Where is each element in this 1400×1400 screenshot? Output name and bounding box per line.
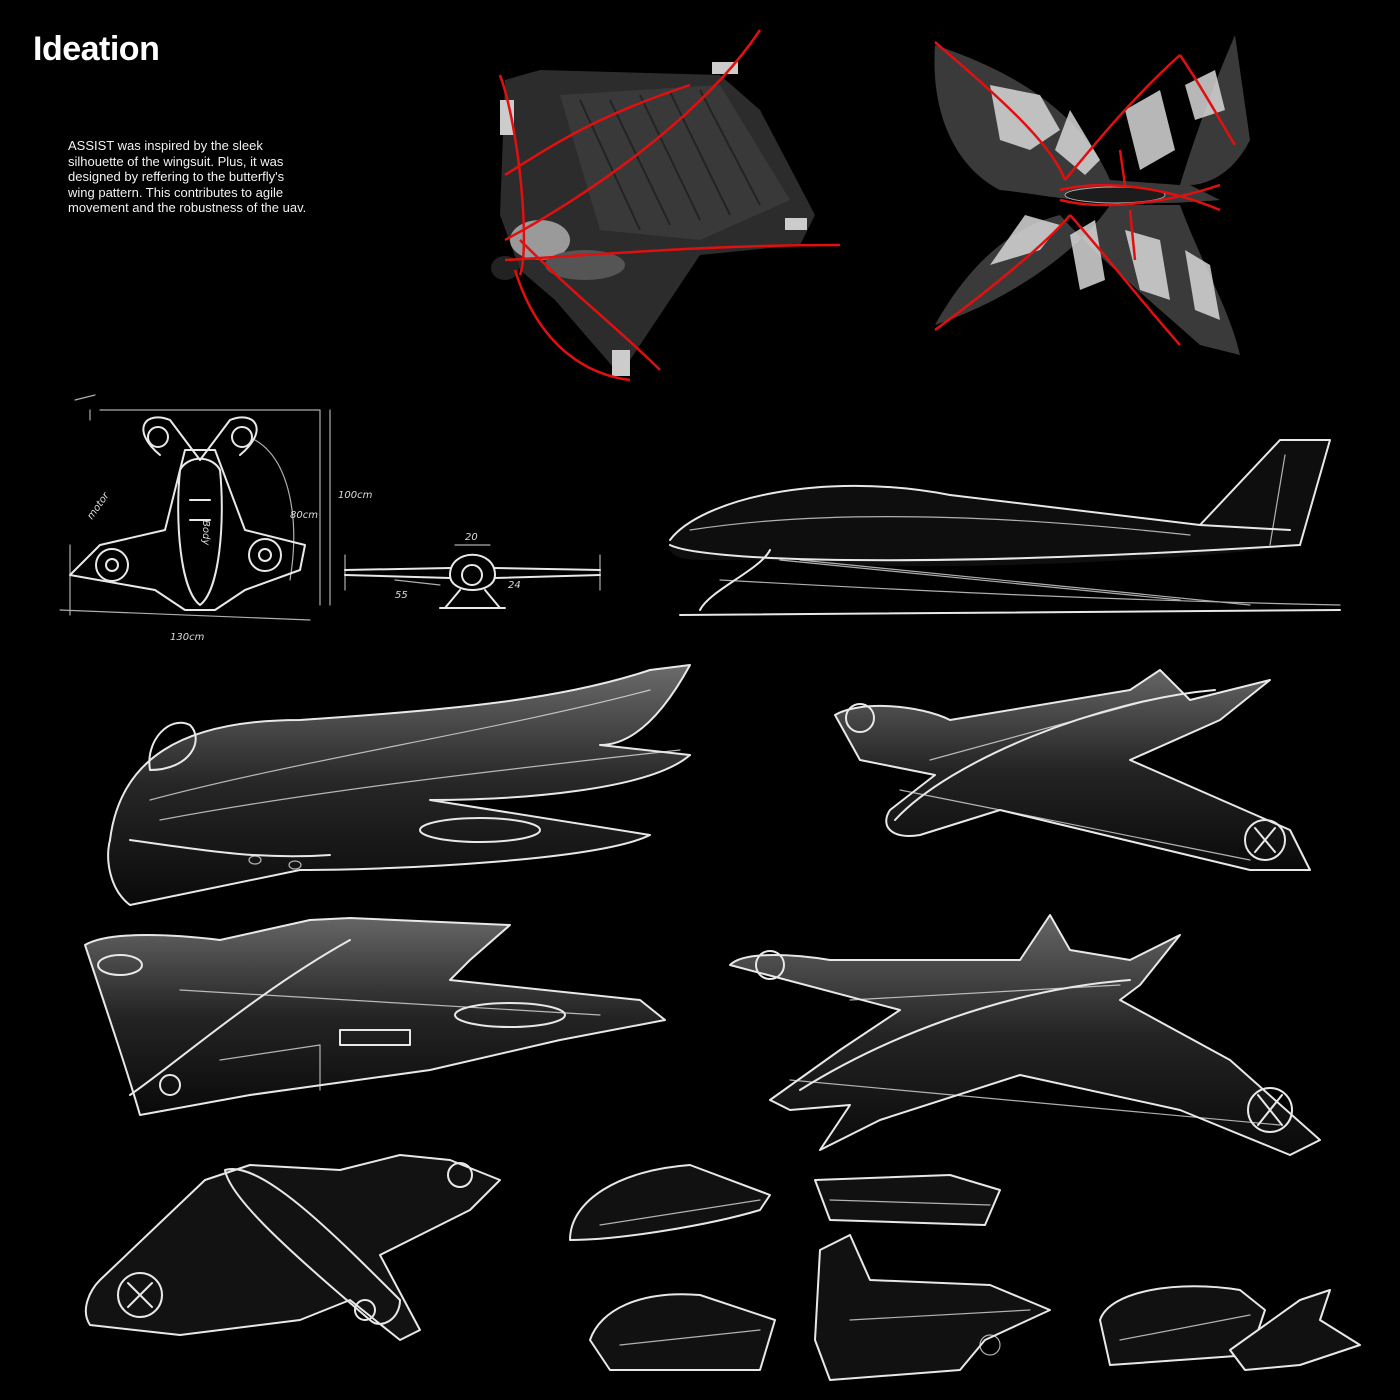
depth-dim-label: 80cm [290, 510, 318, 521]
motor-label: motor [85, 490, 112, 522]
side-profile-sketch [669, 439, 1341, 616]
perspective-sketch-c [84, 917, 666, 1116]
perspective-sketch-e [84, 1154, 501, 1341]
description-text: ASSIST was inspired by the sleek silhoue… [68, 138, 307, 215]
span-right-label: 24 [508, 580, 521, 591]
front-width-label: 20 [465, 532, 478, 543]
span-left-label: 55 [395, 590, 408, 601]
top-view-dimension-sketch: 100cm 80cm 130cm Body motor [59, 394, 373, 643]
page-title: Ideation [33, 30, 160, 68]
butterfly-reference-image [934, 35, 1250, 355]
height-dim-label: 100cm [338, 490, 373, 501]
perspective-sketch-a [107, 664, 691, 906]
width-dim-label: 130cm [170, 632, 205, 643]
wingsuit-reference-image [491, 29, 841, 382]
body-label: Body [200, 520, 211, 546]
front-view-dimension-sketch: 20 55 24 [344, 532, 601, 609]
perspective-sketch-b [834, 669, 1311, 871]
form-studies [569, 1164, 1361, 1381]
perspective-sketch-d [729, 914, 1321, 1156]
